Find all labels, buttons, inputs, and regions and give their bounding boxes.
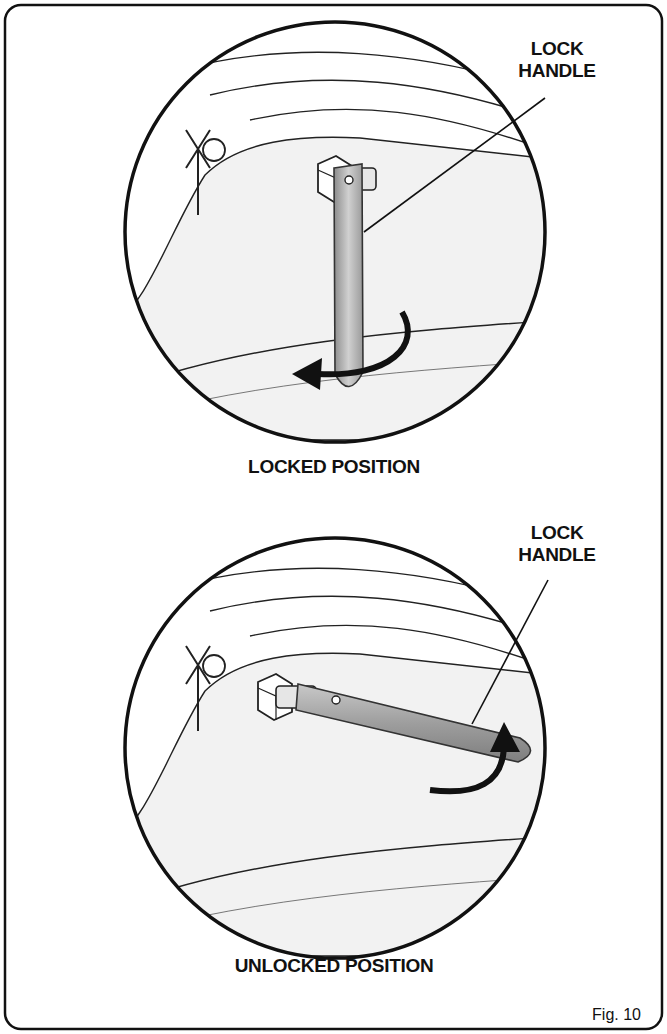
figure-caption: Fig. 10	[592, 1006, 641, 1024]
illustration-stroke	[203, 655, 225, 677]
leader-line	[364, 98, 545, 232]
lock-handle	[334, 164, 363, 387]
illustration-stroke	[203, 139, 225, 161]
illustration-stroke	[210, 596, 560, 641]
wing-nut	[186, 646, 225, 731]
part-label: LOCK HANDLE	[518, 522, 595, 566]
illustration-stroke	[345, 176, 353, 184]
rotation-arrow	[430, 722, 520, 791]
rotation-arrow	[292, 312, 408, 390]
unlocked-view	[110, 568, 560, 956]
illustration-stroke	[318, 312, 408, 374]
figure-frame	[5, 5, 662, 1029]
illustration-stroke	[430, 748, 504, 791]
illustration-stroke	[210, 80, 560, 125]
illustration-stroke	[110, 137, 560, 440]
detail-circle	[125, 538, 545, 958]
illustration-stroke	[490, 722, 520, 752]
wing-nut	[186, 130, 225, 215]
illustration-stroke	[292, 358, 322, 390]
leader-line	[472, 580, 548, 724]
locked-view	[110, 52, 560, 440]
illustration-stroke	[197, 150, 199, 215]
detail-circle	[125, 22, 545, 442]
view-title: UNLOCKED POSITION	[235, 955, 434, 977]
illustration-stroke	[197, 666, 199, 731]
lock-handle	[296, 684, 531, 762]
illustration-stroke	[332, 696, 340, 704]
view-title: LOCKED POSITION	[248, 456, 420, 478]
part-label: LOCK HANDLE	[518, 38, 595, 82]
illustration-stroke	[110, 653, 560, 956]
